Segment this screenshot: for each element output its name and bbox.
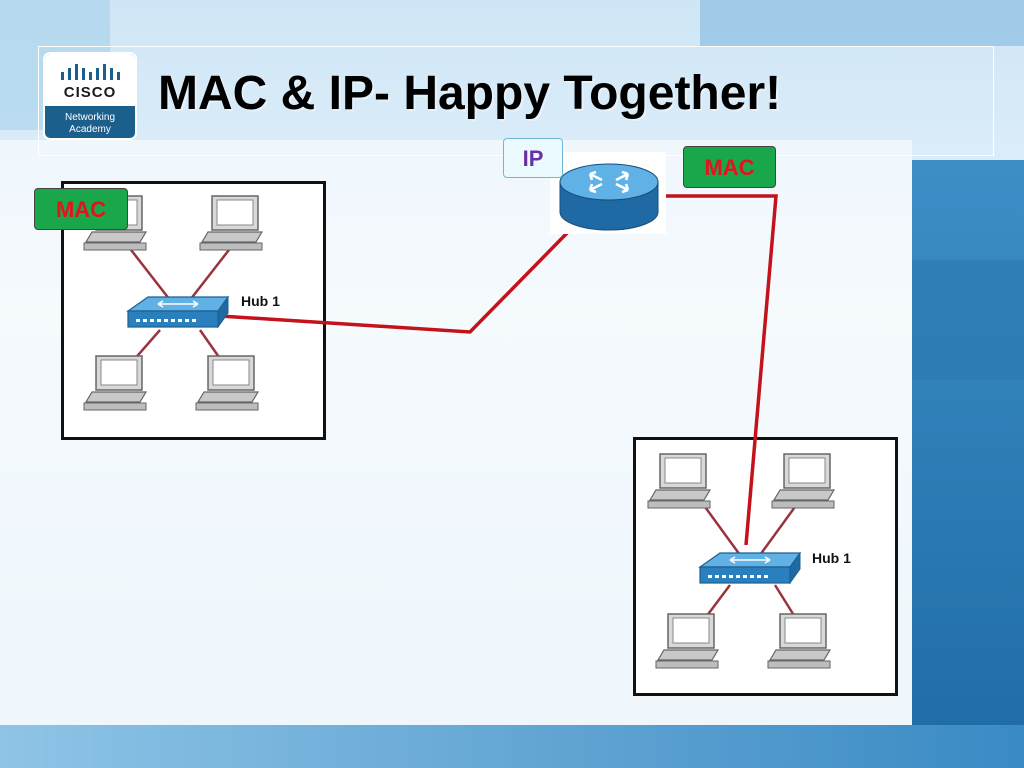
logo-wordmark: CISCO [63,84,117,101]
hub-icon [699,552,801,584]
mac-tag-left: MAC [34,188,128,230]
pc-icon [647,453,711,509]
pc-icon [199,195,263,251]
hub-left-label: Hub 1 [241,293,280,309]
link-left-hub-to-router [219,226,574,334]
background-tile [700,0,1024,46]
background-tile [0,725,1024,768]
logo-top: CISCO [45,54,135,106]
mac-tag-router: MAC [683,146,776,188]
pc-icon [83,355,147,411]
background-tile [912,260,1024,380]
logo-line2: Academy [69,124,111,135]
router-icon [550,152,666,234]
hub-icon [127,296,229,328]
pc-icon [195,355,259,411]
cisco-bars-icon [61,64,120,80]
hub-right-label: Hub 1 [812,550,851,566]
link-router-to-right-hub [660,194,778,546]
slide-title: MAC & IP- Happy Together! [158,67,782,120]
cisco-logo: CISCO Networking Academy [43,52,137,140]
pc-icon [655,613,719,669]
pc-icon [771,453,835,509]
ip-tag: IP [503,138,563,178]
logo-line1: Networking [64,112,116,123]
pc-icon [767,613,831,669]
